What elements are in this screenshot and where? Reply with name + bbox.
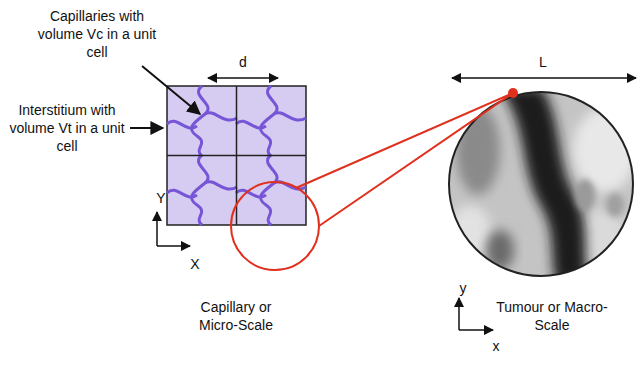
axis-label: y (460, 279, 467, 297)
axis-label: X (190, 255, 199, 273)
dimension-arrow (452, 77, 636, 79)
callout-label: Capillaries with volume Vc in a unit cel… (37, 7, 157, 61)
callout-label: Interstitium with volume Vt in a unit ce… (7, 101, 127, 155)
zoom-indicator (231, 88, 518, 270)
tumour-circle: Tumour or Macro-Scale (449, 92, 633, 276)
micro-scale-grid: Capillary or Micro-Scale (167, 86, 306, 225)
dimension-arrow (208, 77, 278, 79)
scale-caption: Capillary or Micro-Scale (180, 298, 292, 334)
dimension-label: L (539, 53, 547, 71)
axis-label: Y (156, 189, 165, 207)
leader-arrow (130, 127, 163, 129)
scale-caption: Tumour or Macro-Scale (496, 298, 608, 334)
axis-label: x (493, 337, 500, 355)
tumour-image (445, 88, 637, 285)
dimension-label: d (239, 53, 247, 71)
leader-arrow (142, 66, 200, 114)
